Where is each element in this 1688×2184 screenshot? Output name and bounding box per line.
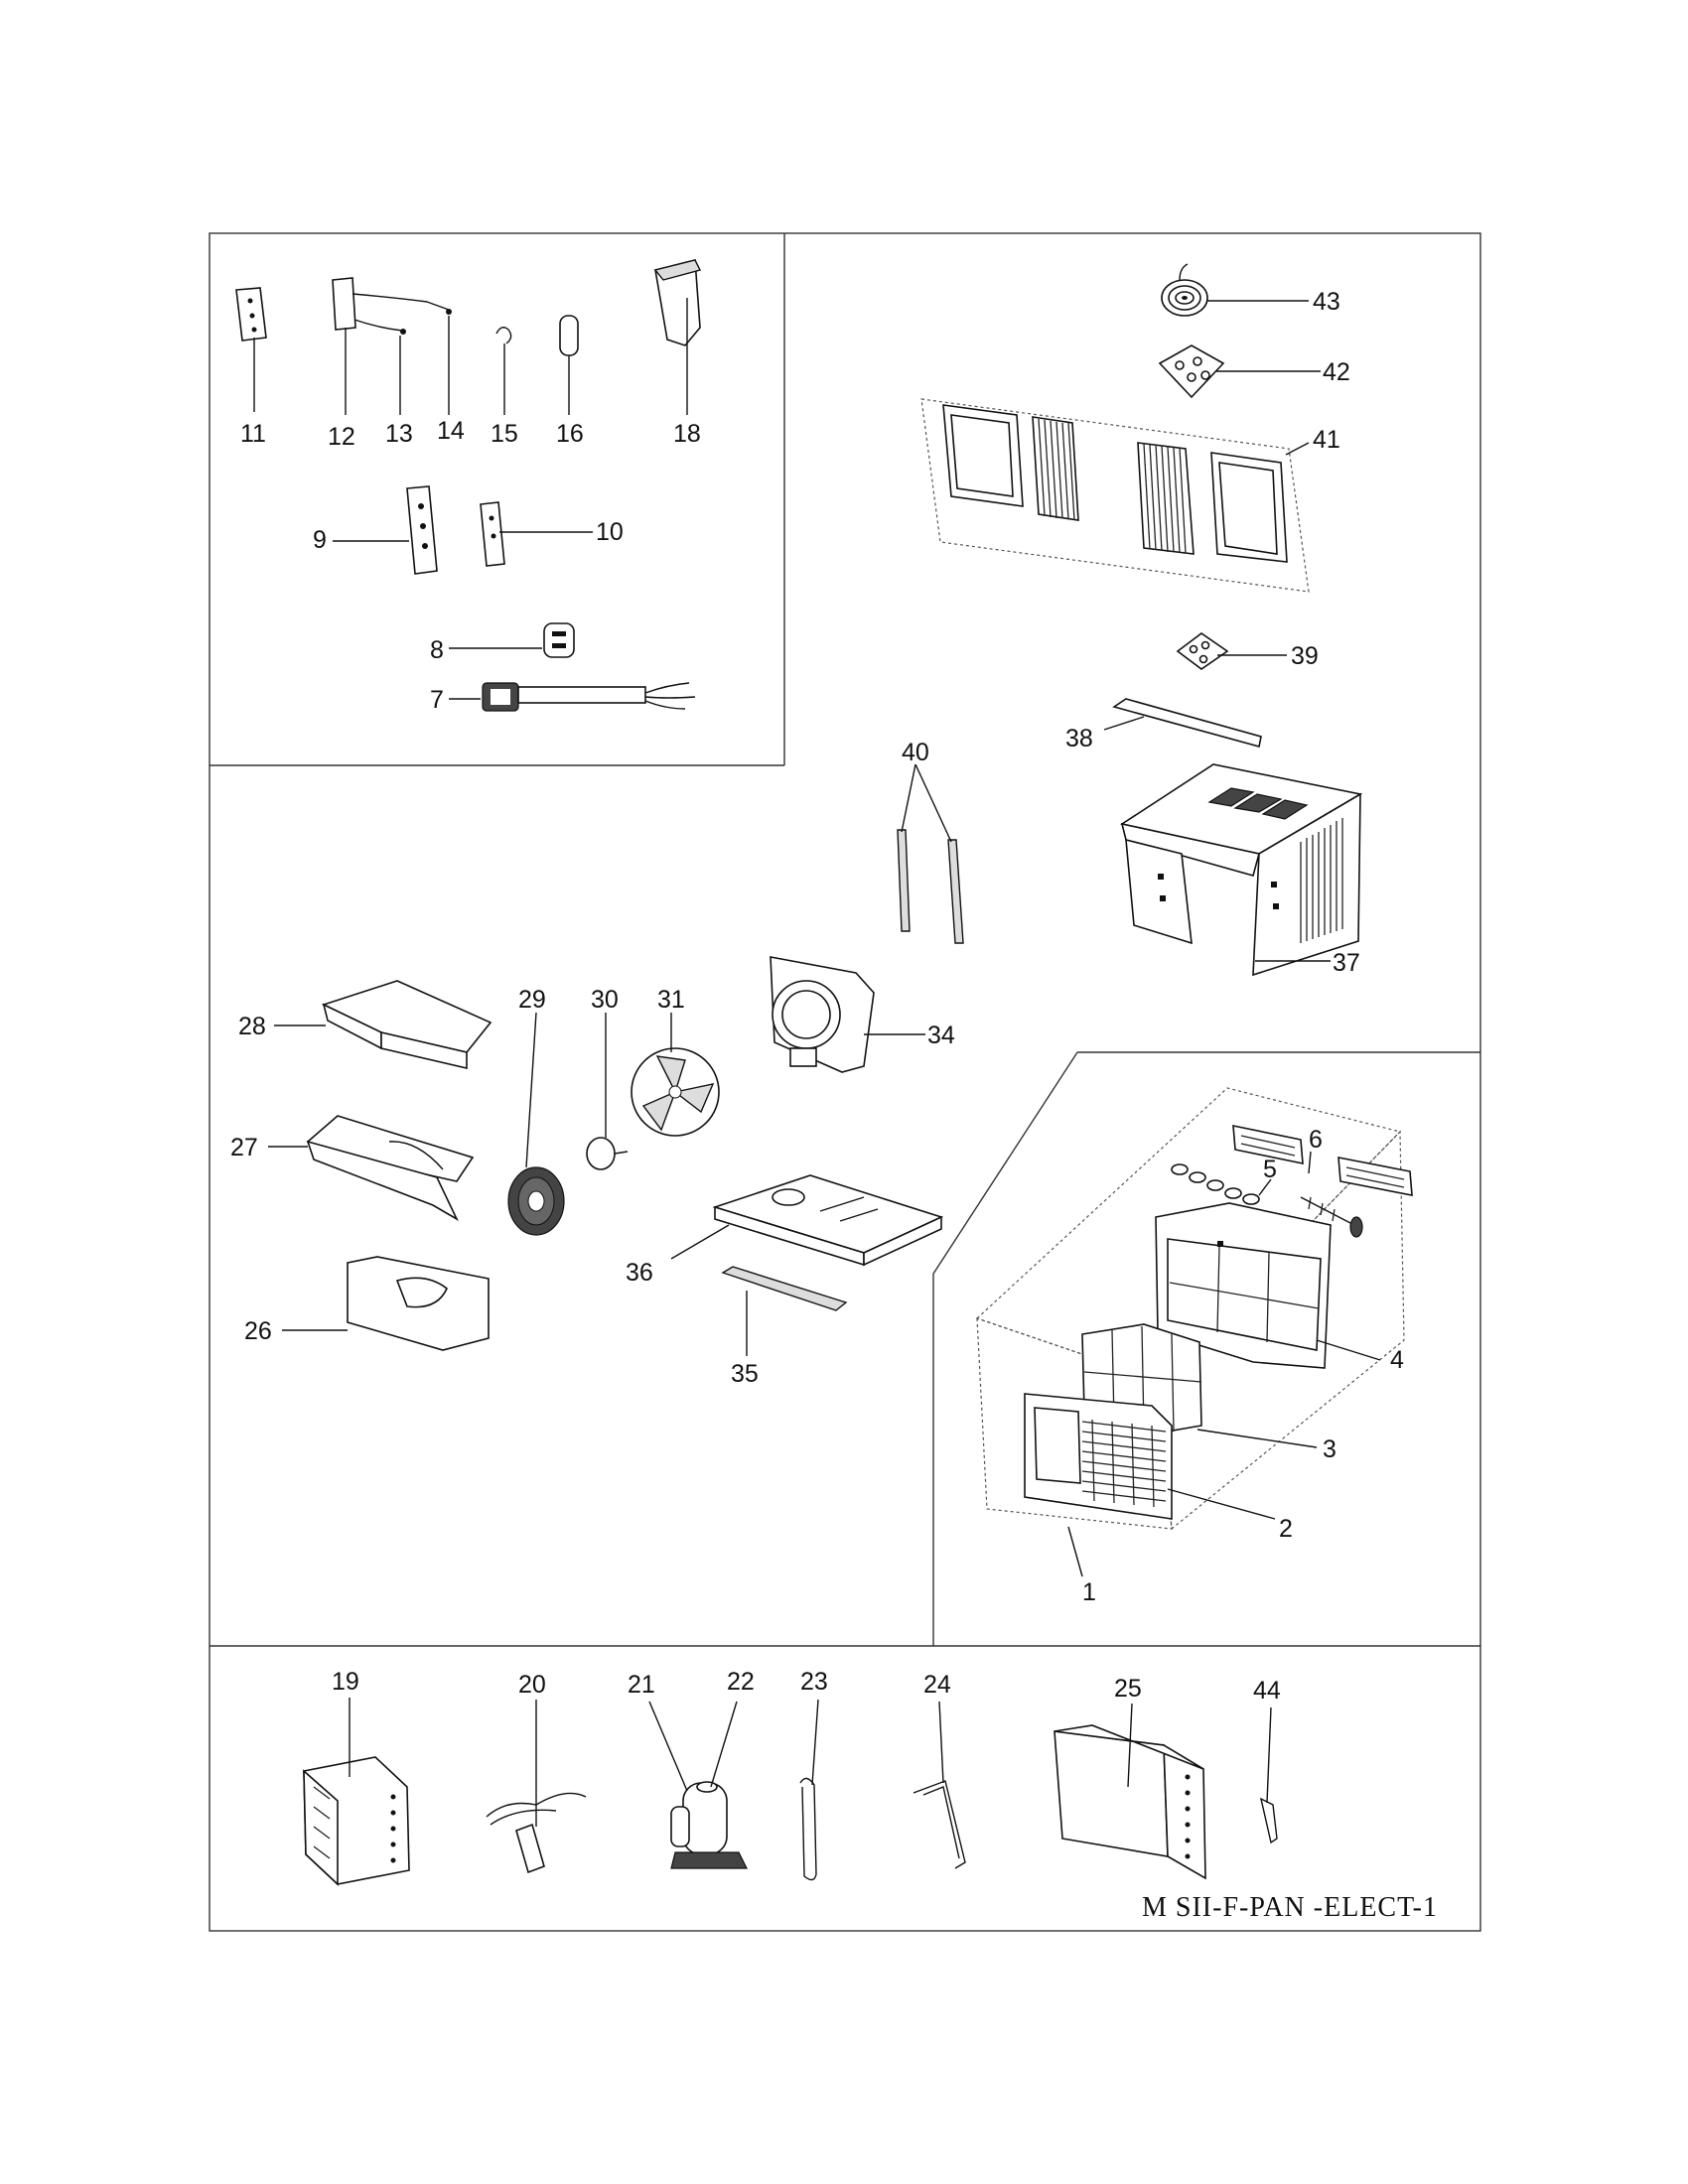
label-19: 19	[332, 1668, 359, 1696]
label-25: 25	[1114, 1675, 1142, 1703]
label-5: 5	[1263, 1156, 1277, 1183]
part-40-side-seals	[897, 763, 964, 944]
part-7-power-cord	[449, 682, 696, 712]
part-38-top-rail	[1103, 698, 1262, 748]
part-23-discharge-tube	[799, 1699, 819, 1881]
part-9-control-panel	[333, 485, 438, 575]
part-37-outer-case	[1119, 763, 1363, 977]
label-34: 34	[927, 1022, 955, 1049]
label-18: 18	[673, 420, 701, 448]
label-4: 4	[1390, 1346, 1404, 1374]
part-36-base-plate	[670, 1174, 944, 1267]
part-22-compressor-terminal	[696, 1701, 738, 1793]
part-27-base-pan	[268, 1115, 475, 1221]
part-20-capillary-assembly	[486, 1700, 587, 1874]
part-12-wire-harness	[332, 277, 450, 415]
part-34-condenser-shroud	[770, 956, 925, 1073]
part-29-blower-wheel	[507, 1012, 565, 1236]
label-39: 39	[1291, 642, 1319, 670]
label-35: 35	[731, 1360, 759, 1388]
label-42: 42	[1323, 358, 1350, 386]
part-35-rail	[721, 1266, 848, 1356]
label-11: 11	[240, 420, 266, 448]
part-43-foam-seal-roll	[1161, 263, 1309, 317]
part-13-sensor-wire	[353, 319, 406, 415]
label-26: 26	[244, 1317, 272, 1345]
label-38: 38	[1065, 725, 1093, 752]
label-3: 3	[1323, 1435, 1336, 1463]
label-29: 29	[518, 986, 546, 1014]
label-43: 43	[1313, 288, 1340, 316]
part-24-suction-tube	[913, 1701, 966, 1869]
part-8-remote-control	[449, 622, 575, 658]
part-18-electric-box-cover	[653, 258, 702, 415]
drawing-code: M SII-F-PAN -ELECT-1	[1142, 1892, 1438, 1923]
label-41: 41	[1313, 426, 1340, 454]
part-31-axial-fan	[631, 1013, 720, 1137]
part-44-thermistor	[1259, 1706, 1278, 1844]
label-37: 37	[1333, 949, 1360, 977]
label-31: 31	[657, 986, 685, 1014]
label-20: 20	[518, 1671, 546, 1699]
part-10-display-board	[480, 501, 593, 567]
part-42-hardware-kit	[1158, 344, 1321, 399]
label-8: 8	[430, 636, 444, 664]
label-23: 23	[800, 1668, 828, 1696]
label-16: 16	[556, 420, 584, 448]
part-5-louver-links	[1171, 1163, 1363, 1238]
label-6: 6	[1309, 1126, 1323, 1154]
part-39-screw-kit	[1176, 632, 1287, 670]
label-24: 24	[923, 1671, 951, 1699]
label-13: 13	[385, 420, 413, 448]
part-4-front-frame	[1155, 1202, 1381, 1369]
label-15: 15	[491, 420, 518, 448]
part-15-clip	[495, 327, 512, 415]
part-19-evaporator	[303, 1698, 410, 1886]
label-30: 30	[591, 986, 619, 1014]
label-27: 27	[230, 1134, 258, 1161]
part-2-front-grille	[1024, 1393, 1276, 1520]
part-21-compressor	[648, 1701, 748, 1869]
label-10: 10	[596, 518, 624, 546]
label-44: 44	[1253, 1677, 1281, 1705]
label-9: 9	[313, 526, 327, 554]
label-7: 7	[430, 686, 444, 714]
label-2: 2	[1279, 1515, 1293, 1543]
label-12: 12	[328, 423, 355, 451]
label-36: 36	[626, 1259, 653, 1287]
part-16-capacitor	[559, 315, 579, 415]
label-14: 14	[437, 417, 465, 445]
diagram-frames	[209, 232, 1481, 1932]
label-21: 21	[628, 1671, 655, 1699]
label-22: 22	[727, 1668, 755, 1696]
label-40: 40	[902, 739, 929, 766]
part-6-louvers	[1232, 1125, 1413, 1196]
label-28: 28	[238, 1013, 266, 1040]
part-41-accordion-curtain	[920, 398, 1310, 593]
part-25-condenser	[1054, 1703, 1206, 1880]
part-14-sensor	[446, 309, 452, 415]
label-1: 1	[1082, 1578, 1096, 1606]
part-26-fan-shroud	[282, 1256, 490, 1351]
part-28-top-cover	[274, 980, 492, 1070]
part-11-control-board	[235, 287, 267, 412]
part-30-fan-motor	[586, 1013, 629, 1170]
